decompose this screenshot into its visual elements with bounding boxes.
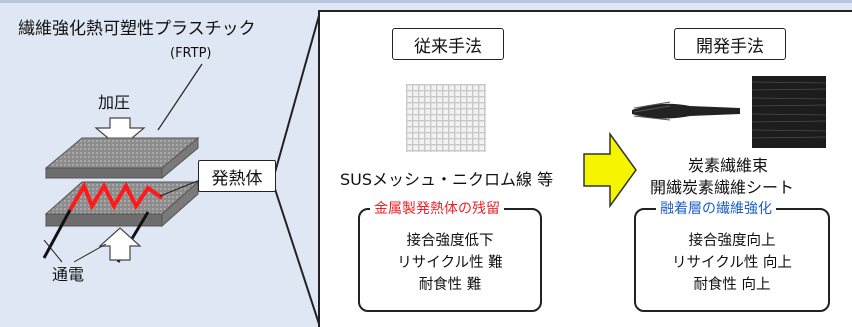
heater-leader (159, 179, 201, 197)
current-leader-left (43, 239, 63, 263)
developed-header: 開発手法 (674, 28, 786, 60)
conventional-result-2: リサイクル性 難 (397, 255, 503, 272)
developed-result-3: 耐食性 向上 (693, 276, 771, 293)
conventional-header-label: 従来手法 (414, 36, 482, 57)
heater-label-box: 発熱体 (198, 160, 276, 192)
developed-material-line1: 炭素繊維束 (688, 156, 769, 175)
zoom-line-bottom (273, 185, 320, 327)
heater-wire (68, 181, 164, 212)
improvement-arrow-icon (583, 131, 637, 209)
frtp-title: 繊維強化熱可塑性プラスチック (18, 19, 256, 39)
developed-results-box: 接合強度向上 リサイクル性 向上 耐食性 向上 (634, 208, 830, 312)
frtp-leader-line (157, 63, 203, 131)
frtp-illustration (42, 11, 320, 327)
developed-material-line2: 開繊炭素繊維シート (650, 178, 795, 197)
developed-benefit-title: 融着層の繊維強化 (656, 202, 776, 216)
current-label: 通電 (52, 265, 85, 284)
lower-plate (44, 180, 200, 228)
sus-mesh-image (406, 84, 486, 152)
heater-label: 発熱体 (211, 168, 263, 189)
developed-result-1: 接合強度向上 (688, 233, 776, 250)
conventional-result-3: 耐食性 難 (418, 276, 482, 293)
spread-carbon-sheet-image (752, 76, 826, 148)
developed-header-label: 開発手法 (696, 36, 764, 57)
conventional-result-1: 接合強度低下 (406, 233, 494, 250)
lead-wire-left (42, 209, 72, 259)
conventional-material: SUSメッシュ・ニクロム線 等 (340, 170, 554, 189)
zoom-line-top (273, 11, 320, 177)
conventional-header: 従来手法 (392, 28, 504, 60)
press-up-arrow-icon-2 (98, 227, 142, 261)
developed-result-2: リサイクル性 向上 (672, 255, 792, 272)
conventional-results-box: 接合強度低下 リサイクル性 難 耐食性 難 (358, 208, 542, 312)
upper-plate (44, 136, 200, 180)
top-edge-line (0, 0, 852, 3)
current-leader-right (73, 243, 107, 263)
press-label: 加圧 (98, 93, 131, 112)
carbon-fiber-bundle-image (632, 101, 740, 121)
frtp-subtitle: (FRTP) (170, 46, 212, 61)
conventional-issue-title: 金属製発熱体の残留 (370, 202, 504, 216)
